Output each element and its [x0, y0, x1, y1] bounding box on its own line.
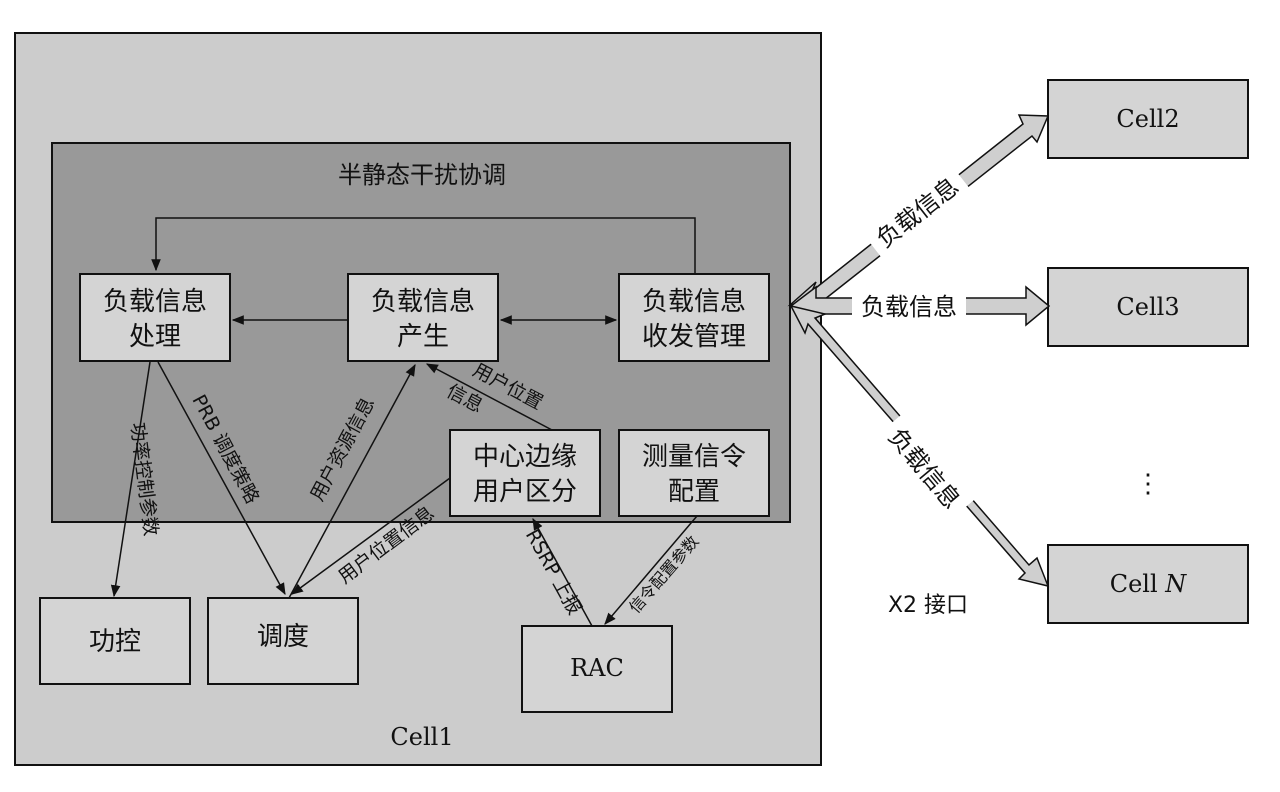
load-info-generate-line1: 负载信息 — [371, 287, 475, 317]
process-to-power-control-arrow — [110, 361, 151, 598]
cell3-label: Cell3 — [1116, 293, 1179, 321]
rac-label: RAC — [570, 654, 624, 682]
x2-load-info-cell2: 负载信息 — [871, 172, 964, 253]
cell1-label: Cell1 — [390, 723, 453, 751]
x2-label-cellN-group: 负载信息 — [876, 413, 975, 522]
load-info-generate-box: 负载信息 产生 — [347, 273, 499, 362]
scheduling-to-generate-arrow — [288, 363, 416, 599]
load-info-process-box: 负载信息 处理 — [79, 273, 231, 362]
cell2-box: Cell2 — [1047, 79, 1249, 159]
rac-box: RAC — [521, 625, 673, 713]
center-edge-to-scheduling-arrow — [291, 477, 451, 595]
cellN-label: Cell N — [1110, 570, 1188, 598]
center-edge-user-box: 中心边缘 用户区分 — [449, 429, 601, 517]
process-to-scheduling-arrow — [157, 361, 286, 596]
cells-ellipsis: ⋮ — [1135, 469, 1161, 499]
cell3-box: Cell3 — [1047, 267, 1249, 347]
scheduling-box: 调度 — [207, 597, 359, 685]
load-info-process-line1: 负载信息 — [103, 287, 207, 317]
measurement-signal-line1: 测量信令 — [642, 442, 746, 472]
measurement-signal-box: 测量信令 配置 — [618, 429, 770, 517]
center-edge-to-generate-arrow — [425, 363, 553, 431]
x2-label-cell2-group: 负载信息 — [861, 163, 971, 260]
feedback-loop-arrow — [151, 217, 696, 275]
inner-region-title: 半静态干扰协调 — [338, 161, 506, 189]
rac-to-center-edge-arrow — [532, 517, 593, 627]
load-info-transceive-box: 负载信息 收发管理 — [618, 273, 770, 362]
center-edge-line2: 用户区分 — [473, 477, 577, 507]
x2-label-cell3-group: 负载信息 — [852, 289, 966, 323]
measurement-signal-line2: 配置 — [668, 477, 720, 507]
measurement-to-rac-arrow — [604, 515, 698, 625]
scheduling-label: 调度 — [257, 622, 309, 652]
load-info-process-line2: 处理 — [129, 322, 181, 352]
power-control-label: 功控 — [89, 627, 141, 657]
cellN-box: Cell N — [1047, 544, 1249, 624]
center-edge-line1: 中心边缘 — [473, 442, 577, 472]
load-info-transceive-line1: 负载信息 — [642, 287, 746, 317]
x2-load-info-cell3: 负载信息 — [861, 293, 957, 321]
cell2-label: Cell2 — [1116, 105, 1179, 133]
x2-interface-label: X2 接口 — [888, 593, 968, 618]
x2-load-info-cellN: 负载信息 — [883, 423, 966, 515]
power-control-box: 功控 — [39, 597, 191, 685]
load-info-transceive-line2: 收发管理 — [642, 322, 746, 352]
load-info-generate-line2: 产生 — [397, 322, 449, 352]
